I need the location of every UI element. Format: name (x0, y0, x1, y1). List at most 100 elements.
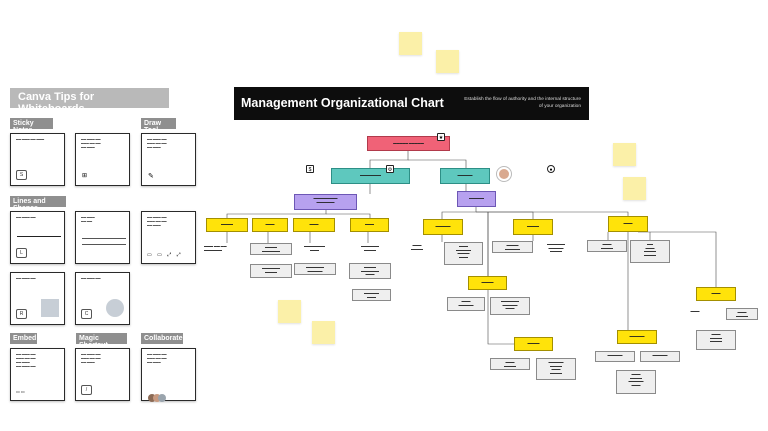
detail-box: ▬▬▬▬▬ (595, 351, 635, 362)
sticky-note[interactable] (278, 300, 301, 323)
org-node-level3-left[interactable]: ▬▬▬▬▬▬▬▬▬▬▬▬▬▬ (294, 194, 357, 210)
card-text: ▬▬ ▬▬▬ ▬▬ (16, 277, 36, 280)
avatar (148, 394, 156, 402)
pen-icon: ✎ (148, 173, 154, 180)
slash-key-icon: / (81, 385, 92, 395)
detail-box: ▬▬▬▬▬▬▬▬▬▬▬▬▬▬▬ (444, 242, 483, 265)
detail-box: ▬▬▬▬▬▬▬▬▬▬▬▬▬ (349, 263, 391, 279)
detail-box: ▬▬▬▬▬▬▬▬▬▬▬▬▬▬▬▬ (536, 358, 576, 380)
card-text: ▬▬ ▬▬▬ ▬▬ (16, 216, 36, 219)
org-node-yellow[interactable]: ▬▬▬▬ (468, 276, 507, 290)
detail-text: ▬▬▬▬▬▬▬▬▬▬ (304, 244, 325, 252)
card-text: ▬▬ ▬▬▬ ▬▬▬▬▬ ▬▬ ▬▬▬▬ ▬▬▬▬▬ ▬▬▬ ▬▬ (16, 353, 36, 368)
line-key-icon: L (16, 248, 27, 258)
card-text: ▬▬ ▬▬▬ ▬▬▬▬▬ ▬▬ ▬▬▬▬ ▬▬▬ (81, 353, 101, 364)
sticky-note[interactable] (623, 177, 646, 200)
circle-key-icon: C (81, 309, 92, 319)
avatar (158, 394, 166, 402)
org-node-level2-left[interactable]: ▬▬▬▬▬▬▬ (331, 168, 410, 184)
card-text: ▬▬ ▬▬▬ ▬▬▬▬▬ ▬▬ ▬▬▬▬ ▬▬▬ (147, 216, 167, 227)
sticky-note[interactable] (399, 32, 422, 55)
org-node-yellow[interactable]: ▬▬▬▬▬ (617, 330, 657, 344)
org-node-yellow[interactable]: ▬▬▬ (696, 287, 736, 301)
org-node-yellow[interactable]: ▬▬▬▬ (514, 337, 553, 351)
detail-text: ▬▬▬▬▬▬▬▬▬▬▬▬▬▬▬ (547, 242, 565, 254)
banner-subtitle: Establish the flow of authority and the … (464, 97, 581, 109)
avatar (497, 167, 511, 181)
detail-box: ▬▬▬▬▬▬▬▬▬ (492, 241, 533, 253)
line-style-icons: ▭ ▭ ⤢ ⤢ (147, 252, 183, 258)
detail-box: ▬▬▬▬▬▬▬▬▬▬▬ (294, 263, 336, 275)
section-label-embed: Embed (10, 333, 37, 344)
card-text: ▬▬ ▬▬▬ ▬▬ ▬▬▬ (16, 138, 45, 141)
tip-card-embed[interactable]: ▬▬ ▬▬▬ ▬▬▬▬▬ ▬▬ ▬▬▬▬ ▬▬▬▬▬ ▬▬▬ ▬▬ ▭ ▭ (10, 348, 65, 401)
org-node-yellow[interactable]: ▬▬▬ (608, 216, 648, 232)
detail-box: ▬▬▬▬▬▬▬ (726, 308, 758, 320)
grid-icon: ⊞ (82, 173, 88, 179)
section-label-magic-shortcut: Magic Shortcut (76, 333, 127, 349)
circle-shape (106, 299, 124, 317)
info-icon: ● (547, 165, 555, 173)
detail-box: ▬▬▬▬▬▬▬▬▬▬▬▬▬▬ (490, 297, 530, 315)
tip-card-magic[interactable]: ▬▬ ▬▬▬ ▬▬▬▬▬ ▬▬ ▬▬▬▬ ▬▬▬ / (75, 348, 130, 401)
detail-box: ▬▬▬▬▬▬▬▬▬▬ (250, 243, 292, 255)
tip-card-collaborate[interactable]: ▬▬ ▬▬▬ ▬▬▬▬▬ ▬▬ ▬▬▬▬ ▬▬▬ (141, 348, 196, 402)
card-text: ▬▬ ▬▬▬ ▬▬▬▬▬ ▬▬ ▬▬▬▬ ▬▬▬ (81, 138, 101, 149)
detail-text: ▬▬▬ ▬▬ ▬▬▬▬▬▬▬▬ (204, 244, 227, 252)
tip-card-shape-circle[interactable]: ▬▬ ▬▬▬ ▬▬ C (75, 272, 130, 325)
detail-box: ▬▬▬▬▬▬▬ (587, 240, 627, 252)
org-node-yellow[interactable]: ▬▬▬▬▬ (423, 219, 463, 235)
detail-text: ▬▬▬▬▬▬▬▬▬▬ (361, 244, 379, 252)
sticky-key-icon: S (16, 170, 27, 180)
star-icon: ★ (437, 133, 445, 141)
detail-box: ▬▬▬▬▬▬▬▬ (447, 297, 485, 311)
detail-box: ▬▬▬▬▬ (640, 351, 680, 362)
org-node-yellow[interactable]: ▬▬▬ (350, 218, 389, 232)
section-label-collaborate: Collaborate (141, 333, 183, 344)
org-node-yellow[interactable]: ▬▬▬ (293, 218, 335, 232)
tips-title: Canva Tips for Whiteboards (10, 88, 169, 115)
detail-box: ▬▬▬▬▬▬▬ (490, 358, 530, 370)
avatar (153, 394, 161, 402)
card-text: ▬▬ ▬▬▬▬▬ ▬▬ (81, 216, 95, 223)
tip-card-lines-3[interactable]: ▬▬ ▬▬▬ ▬▬▬▬▬ ▬▬ ▬▬▬▬ ▬▬▬ ▭ ▭ ⤢ ⤢ (141, 211, 196, 264)
sticky-note[interactable] (613, 143, 636, 166)
detail-box: ▬▬▬▬▬▬▬▬ (352, 289, 391, 301)
card-text: ▬▬ ▬▬▬ ▬▬ (81, 277, 101, 280)
rect-key-icon: R (16, 309, 27, 319)
tip-card-lines[interactable]: ▬▬ ▬▬▬ ▬▬ L (10, 211, 65, 264)
chart-banner: Management Organizational Chart Establis… (234, 87, 589, 120)
tip-card-draw[interactable]: ▬▬ ▬▬▬ ▬▬▬▬▬ ▬▬ ▬▬▬▬ ▬▬▬ ✎ (141, 133, 196, 186)
tip-card-lines-2[interactable]: ▬▬ ▬▬▬▬▬ ▬▬ (75, 211, 130, 264)
tip-card-sticky-2[interactable]: ▬▬ ▬▬▬ ▬▬▬▬▬ ▬▬ ▬▬▬▬ ▬▬▬ ⊞ (75, 133, 130, 186)
detail-box: ▬▬▬▬▬▬▬▬▬▬▬▬▬ (630, 240, 670, 263)
embed-icons: ▭ ▭ (16, 389, 25, 394)
connector-shape (82, 238, 126, 239)
dollar-icon: $ (306, 165, 314, 173)
org-node-yellow[interactable]: ▬▬▬ (252, 218, 288, 232)
detail-text: ▬▬▬ (690, 309, 700, 313)
org-node-level3-right[interactable]: ▬▬▬▬▬ (457, 191, 496, 207)
org-node-yellow[interactable]: ▬▬▬▬ (206, 218, 248, 232)
tip-card-sticky[interactable]: ▬▬ ▬▬▬ ▬▬ ▬▬▬ S (10, 133, 65, 186)
section-label-sticky-notes: Sticky Notes (10, 118, 53, 134)
detail-box: ▬▬▬▬▬▬▬▬▬▬ (250, 264, 292, 278)
card-text: ▬▬ ▬▬▬ ▬▬▬▬▬ ▬▬ ▬▬▬▬ ▬▬▬ (147, 138, 167, 149)
section-label-lines-shapes: Lines and Shapes (10, 196, 66, 212)
connector-shape (82, 244, 126, 245)
section-label-draw-tool: Draw Tool (141, 118, 176, 134)
line-shape (17, 236, 61, 237)
org-node-top[interactable]: ▬▬▬▬▬ ▬▬▬▬▬ (367, 136, 450, 151)
sticky-note[interactable] (312, 321, 335, 344)
org-node-level2-right[interactable]: ▬▬▬▬▬ (440, 168, 490, 184)
gear-icon: ⚙ (386, 165, 394, 173)
detail-text: ▬▬▬▬▬▬▬ (411, 243, 423, 251)
tip-card-shape-rect[interactable]: ▬▬ ▬▬▬ ▬▬ R (10, 272, 65, 325)
org-node-yellow[interactable]: ▬▬▬▬ (513, 219, 553, 235)
banner-title: Management Organizational Chart (241, 96, 444, 110)
detail-box: ▬▬▬▬▬▬▬▬▬▬▬ (696, 330, 736, 350)
rectangle-shape (41, 299, 59, 317)
sticky-note[interactable] (436, 50, 459, 73)
card-text: ▬▬ ▬▬▬ ▬▬▬▬▬ ▬▬ ▬▬▬▬ ▬▬▬ (147, 353, 167, 364)
